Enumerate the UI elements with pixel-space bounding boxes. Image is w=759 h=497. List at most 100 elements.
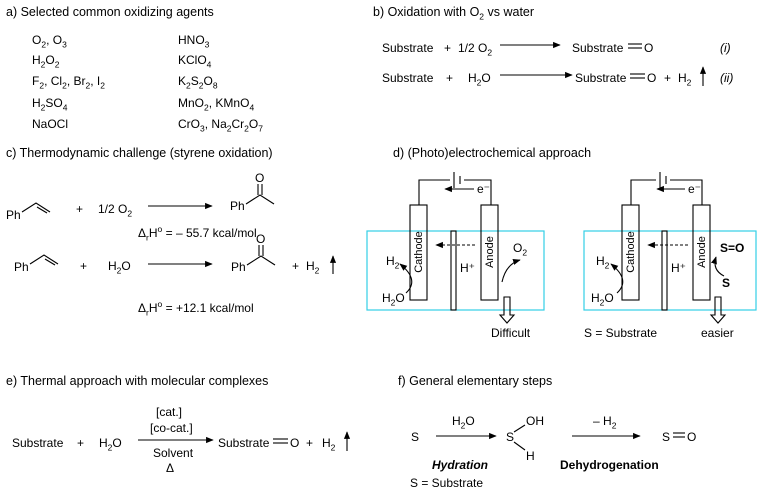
panel-d: d) (Photo)electrochemical approach e⁻ Ca…	[366, 146, 757, 340]
b-r2-reagent: H2O	[468, 71, 491, 88]
cell2-legend: S = Substrate	[584, 326, 657, 340]
cell2-wire-left	[630, 179, 656, 205]
cell2-membrane	[661, 230, 668, 311]
e-product: Substrate	[218, 436, 270, 450]
cell1-anode-curve	[501, 258, 521, 283]
cell1-hplus: H⁺	[460, 261, 475, 275]
c-r1-plus: +	[76, 202, 83, 216]
c-r1-ph: Ph	[6, 208, 21, 222]
cell1-anode-label: Anode	[484, 236, 496, 268]
cell1-electron: e⁻	[477, 182, 490, 196]
b-r2-h2: H2	[678, 71, 692, 88]
e-plus2: +	[306, 436, 313, 450]
oxidant-left-5: NaOCl	[32, 117, 68, 131]
c-r1-ketone-bonds	[245, 194, 275, 205]
cell2-outcome: easier	[701, 326, 734, 340]
b-r2-plus: +	[446, 71, 453, 85]
b-r1-substrate: Substrate	[382, 41, 434, 55]
cell2-cathode-curve	[610, 263, 624, 294]
oxidant-left-2: H2O2	[32, 53, 60, 70]
b-r1-product-o: O	[644, 41, 653, 55]
c-r2-ph: Ph	[14, 260, 29, 274]
oxidant-right-5: CrO3, Na2Cr2O7	[178, 117, 263, 134]
cell2-outcome-arrow	[709, 296, 727, 324]
c-r1-styrene-double	[36, 206, 48, 214]
oxidant-right-3: K2S2O8	[178, 74, 218, 91]
c-r2-h2: H2	[306, 259, 320, 276]
e-reagent: H2O	[99, 436, 122, 453]
f-intermediate-s: S	[506, 430, 514, 444]
oxidant-right-2: KClO4	[178, 53, 212, 70]
f-s-oh-bond	[513, 424, 526, 433]
cell2-cathode-label: Cathode	[625, 231, 637, 273]
b-r1-plus: +	[444, 41, 451, 55]
e-above-2: [co-cat.]	[150, 421, 193, 435]
cell2-cathode	[621, 204, 640, 301]
panel-a: a) Selected common oxidizing agents O2, …	[6, 5, 263, 134]
c-r2-plus: +	[80, 259, 87, 273]
cell2-so: S=O	[720, 241, 744, 255]
e-below-1: Solvent	[153, 446, 194, 460]
cell1-cathode-label: Cathode	[413, 231, 425, 273]
oxidant-left-4: H2SO4	[32, 96, 68, 113]
c-r2-ketone-bonds	[246, 255, 276, 266]
cell1-o2: O2	[513, 241, 527, 258]
f-hydration-label: Hydration	[432, 458, 488, 472]
cell2-h2: H2	[596, 254, 610, 271]
electrochemical-cell-difficult: e⁻ Cathode Anode H⁺ H2 H2O O2 Difficult	[366, 172, 545, 340]
b-r2-product-o: O	[647, 71, 656, 85]
b-r2-substrate: Substrate	[382, 71, 434, 85]
c-r2-plus2: +	[292, 259, 299, 273]
b-r2-plus2: +	[664, 71, 671, 85]
f-product-s: S	[662, 430, 670, 444]
cell1-cathode-curve	[399, 263, 413, 294]
cell1-anode	[480, 204, 499, 301]
cell2-wire-right	[670, 179, 703, 205]
b-r1-product: Substrate	[572, 41, 624, 55]
cell1-outcome: Difficult	[491, 326, 531, 340]
e-below-2: Δ	[166, 461, 174, 475]
f-product-o: O	[687, 430, 696, 444]
b-r1-label: (i)	[720, 41, 731, 55]
cell2-s: S	[722, 276, 730, 290]
cell2-anode-label: Anode	[696, 236, 708, 268]
b-r2-product: Substrate	[575, 71, 627, 85]
e-h2: H2	[322, 436, 336, 453]
c-r1-reagent: 1/2 O2	[98, 202, 132, 219]
oxidant-left-3: F2, Cl2, Br2, I2	[32, 74, 105, 91]
cell1-h2: H2	[386, 254, 400, 271]
c-r2-reagent: H2O	[108, 259, 131, 276]
cell2-hplus: H⁺	[671, 261, 686, 275]
cell1-outcome-arrow	[498, 296, 516, 324]
c-r2-ph-product: Ph	[231, 260, 246, 274]
cell1-wire-right	[464, 179, 492, 205]
e-product-o: O	[290, 436, 299, 450]
cell2-h2o: H2O	[591, 291, 614, 308]
f-step1-reagent: H2O	[452, 414, 475, 431]
panel-f-title: f) General elementary steps	[398, 374, 552, 388]
c-r2-styrene-double	[44, 258, 56, 266]
e-substrate: Substrate	[12, 436, 64, 450]
panel-a-title: a) Selected common oxidizing agents	[6, 5, 214, 19]
e-above-1: [cat.]	[156, 405, 182, 419]
f-dehydrogenation-label: Dehydrogenation	[560, 458, 659, 472]
f-step2-reagent: – H2	[593, 414, 617, 431]
oxidant-left-1: O2, O3	[32, 33, 67, 50]
cell2-electron: e⁻	[688, 182, 701, 196]
panel-f: f) General elementary steps S H2O S O H H…	[398, 374, 696, 490]
electrochemical-cell-easier: e⁻ Cathode Anode H⁺ H2 H2O S=O S S = Sub…	[583, 172, 757, 340]
c-r2-o: O	[256, 232, 265, 246]
b-r1-reagent: 1/2 O2	[458, 41, 492, 58]
c-r1-dh: ΔrHo = – 55.7 kcal/mol	[138, 224, 257, 243]
panel-e: e) Thermal approach with molecular compl…	[6, 374, 351, 475]
c-r1-styrene-bonds	[21, 202, 51, 213]
cell1-membrane	[450, 230, 457, 311]
f-intermediate-h: H	[526, 449, 535, 463]
c-r1-ph-product: Ph	[230, 199, 245, 213]
panel-e-title: e) Thermal approach with molecular compl…	[6, 374, 268, 388]
c-r1-o: O	[255, 171, 264, 185]
f-legend: S = Substrate	[410, 476, 483, 490]
cell1-wire-left	[418, 179, 450, 205]
cell1-h2o: H2O	[382, 291, 405, 308]
